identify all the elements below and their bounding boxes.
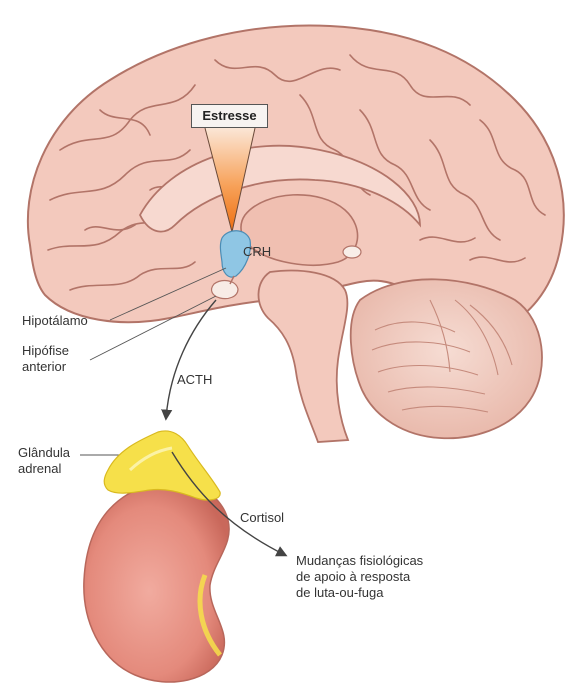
changes-label-line1: Mudanças fisiológicas xyxy=(296,553,423,569)
cerebellum xyxy=(351,279,542,438)
changes-label-line2: de apoio à resposta xyxy=(296,569,410,585)
pituitary-label-line1: Hipófise xyxy=(22,343,69,359)
pituitary-label-line2: anterior xyxy=(22,359,66,375)
changes-label-line3: de luta-ou-fuga xyxy=(296,585,383,601)
pineal-gland xyxy=(343,246,361,258)
adrenal-label-line1: Glândula xyxy=(18,445,70,461)
stress-label-box: Estresse xyxy=(191,104,268,128)
acth-label: ACTH xyxy=(177,372,212,388)
hypothalamus-label: Hipotálamo xyxy=(22,313,88,329)
stress-label: Estresse xyxy=(202,108,256,123)
brainstem xyxy=(258,271,348,442)
adrenal-gland xyxy=(104,431,220,500)
kidney xyxy=(84,481,229,682)
cortisol-label: Cortisol xyxy=(240,510,284,526)
crh-label: CRH xyxy=(243,244,271,260)
adrenal-label-line2: adrenal xyxy=(18,461,61,477)
